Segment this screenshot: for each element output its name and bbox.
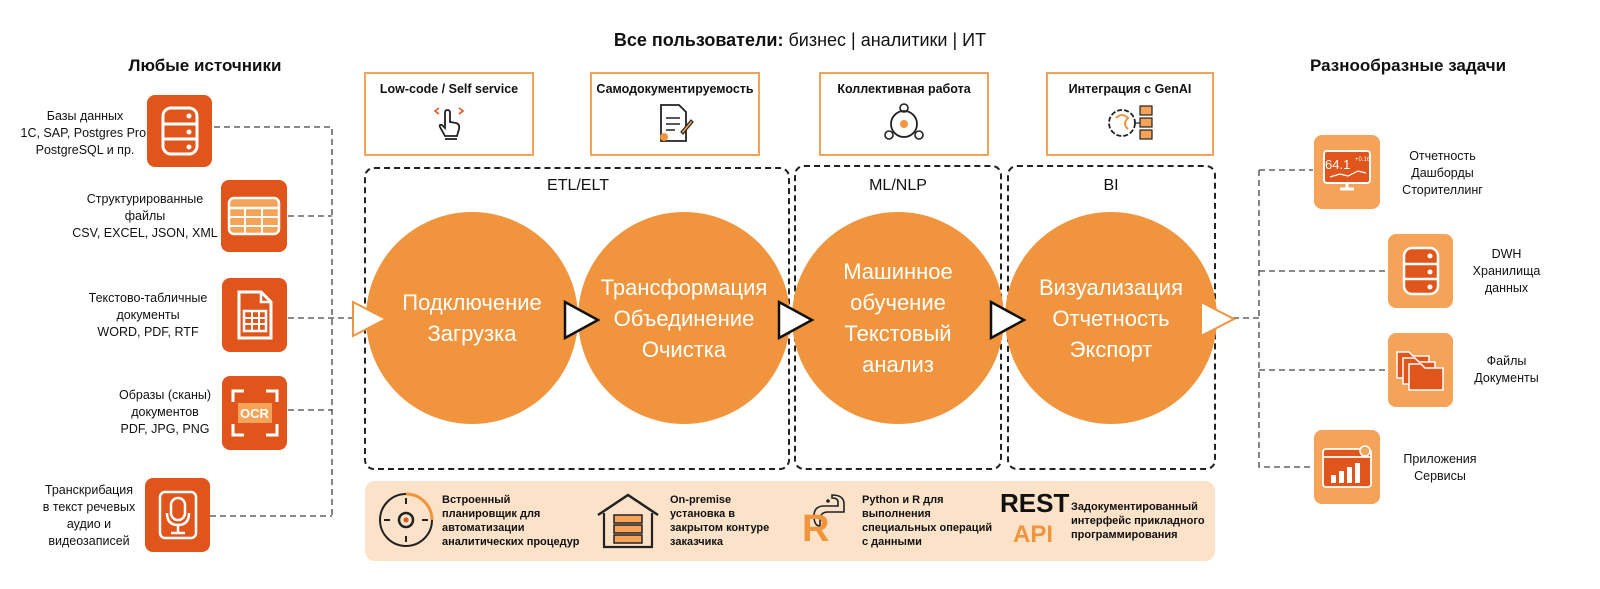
hand-pointer-icon	[366, 102, 532, 142]
page-title-prefix: Все пользователи:	[613, 30, 784, 50]
task-text-files: Файлы Документы	[1474, 354, 1539, 385]
stage-line: Подключение	[402, 290, 542, 315]
bottom-text-python: Python и R для выполнения специальных оп…	[862, 494, 993, 548]
stage-line: Объединение	[613, 305, 755, 331]
ai-brain-icon	[1048, 102, 1212, 144]
ocr-label: OCR	[240, 405, 269, 421]
python-r-icon: R	[800, 490, 856, 550]
r-label: R	[802, 508, 830, 550]
feature-self-doc: Самодокументируемость	[590, 72, 760, 156]
database-icon	[147, 95, 212, 167]
source-text-documents: Текстово-табличные документы WORD, PDF, …	[88, 291, 208, 339]
document-table-icon	[222, 278, 287, 352]
stage-line: Экспорт	[1069, 336, 1153, 362]
source-text-databases: Базы данных 1С, SAP, Postgres Pro, Postg…	[20, 109, 150, 157]
rest-label: REST	[1000, 488, 1070, 518]
api-label: API	[1012, 521, 1053, 548]
section-label-bi: BI	[1103, 177, 1119, 194]
arrow-2	[777, 299, 815, 341]
section-label-ml: ML/NLP	[869, 177, 927, 194]
database-icon	[1388, 234, 1453, 308]
feature-genai: Интеграция с GenAI	[1046, 72, 1214, 156]
stage-line: Визуализация	[1038, 274, 1184, 300]
stage-line: анализ	[862, 352, 934, 377]
bottom-text-scheduler: Встроенный планировщик для автоматизации…	[442, 494, 580, 548]
bottom-features-bar	[365, 481, 1215, 561]
arrow-1	[563, 299, 601, 341]
bottom-text-onpremise: On-premise установка в закрытом контуре …	[670, 494, 770, 548]
page-title-rest: бизнес | аналитики | ИТ	[783, 30, 987, 50]
task-text-dwh: DWH Хранилища данных	[1472, 247, 1541, 295]
arrow-in	[352, 300, 389, 338]
dashboard-delta: +0.16	[1355, 157, 1371, 163]
dashboard-value: 64.1	[1325, 157, 1351, 172]
server-house-icon	[594, 491, 662, 556]
stage-line: Машинное	[843, 259, 953, 284]
task-text-reporting: Отчетность Дашборды Сторителлинг	[1402, 149, 1483, 197]
source-text-structured: Структурированные файлы CSV, EXCEL, JSON…	[72, 192, 218, 240]
sources-title: Любые источники	[128, 56, 282, 75]
source-text-transcription: Транскрибация в текст речевых аудио и ви…	[42, 483, 136, 548]
stage-line: Отчетность	[1052, 305, 1170, 331]
rest-api-icon: REST API	[1000, 488, 1070, 554]
feature-label: Коллективная работа	[837, 82, 971, 96]
feature-collab: Коллективная работа	[819, 72, 989, 156]
table-file-icon	[221, 180, 287, 252]
scheduler-icon	[376, 490, 436, 555]
feature-label: Интеграция с GenAI	[1068, 82, 1192, 96]
bottom-text-rest: Задокументированный интерфейс прикладног…	[1071, 501, 1205, 541]
arrow-out	[1200, 300, 1237, 338]
folders-icon	[1388, 333, 1453, 407]
stage-line: Текстовый	[844, 321, 952, 346]
feature-label: Самодокументируемость	[596, 82, 754, 96]
stage-line: Очистка	[641, 336, 727, 362]
arrow-3	[989, 299, 1027, 341]
app-window-icon	[1314, 430, 1380, 504]
tasks-title: Разнообразные задачи	[1309, 56, 1507, 75]
stage-line: обучение	[850, 290, 946, 315]
page-title: Все пользователи: бизнес | аналитики | И…	[0, 30, 1600, 51]
stage-line: Загрузка	[427, 321, 517, 346]
feature-low-code: Low-code / Self service	[364, 72, 534, 156]
stage-line: Трансформация	[600, 274, 768, 300]
source-text-scans: Образы (сканы) документов PDF, JPG, PNG	[119, 388, 211, 436]
feature-label: Low-code / Self service	[379, 82, 519, 96]
task-text-apps: Приложения Сервисы	[1403, 452, 1477, 483]
section-label-etl: ETL/ELT	[547, 177, 609, 194]
document-edit-icon	[592, 102, 758, 144]
team-icon	[821, 102, 987, 144]
dashboard-monitor-icon: 64.1 +0.16	[1314, 135, 1380, 209]
ocr-scan-icon: OCR	[222, 376, 287, 450]
microphone-icon	[145, 478, 210, 552]
